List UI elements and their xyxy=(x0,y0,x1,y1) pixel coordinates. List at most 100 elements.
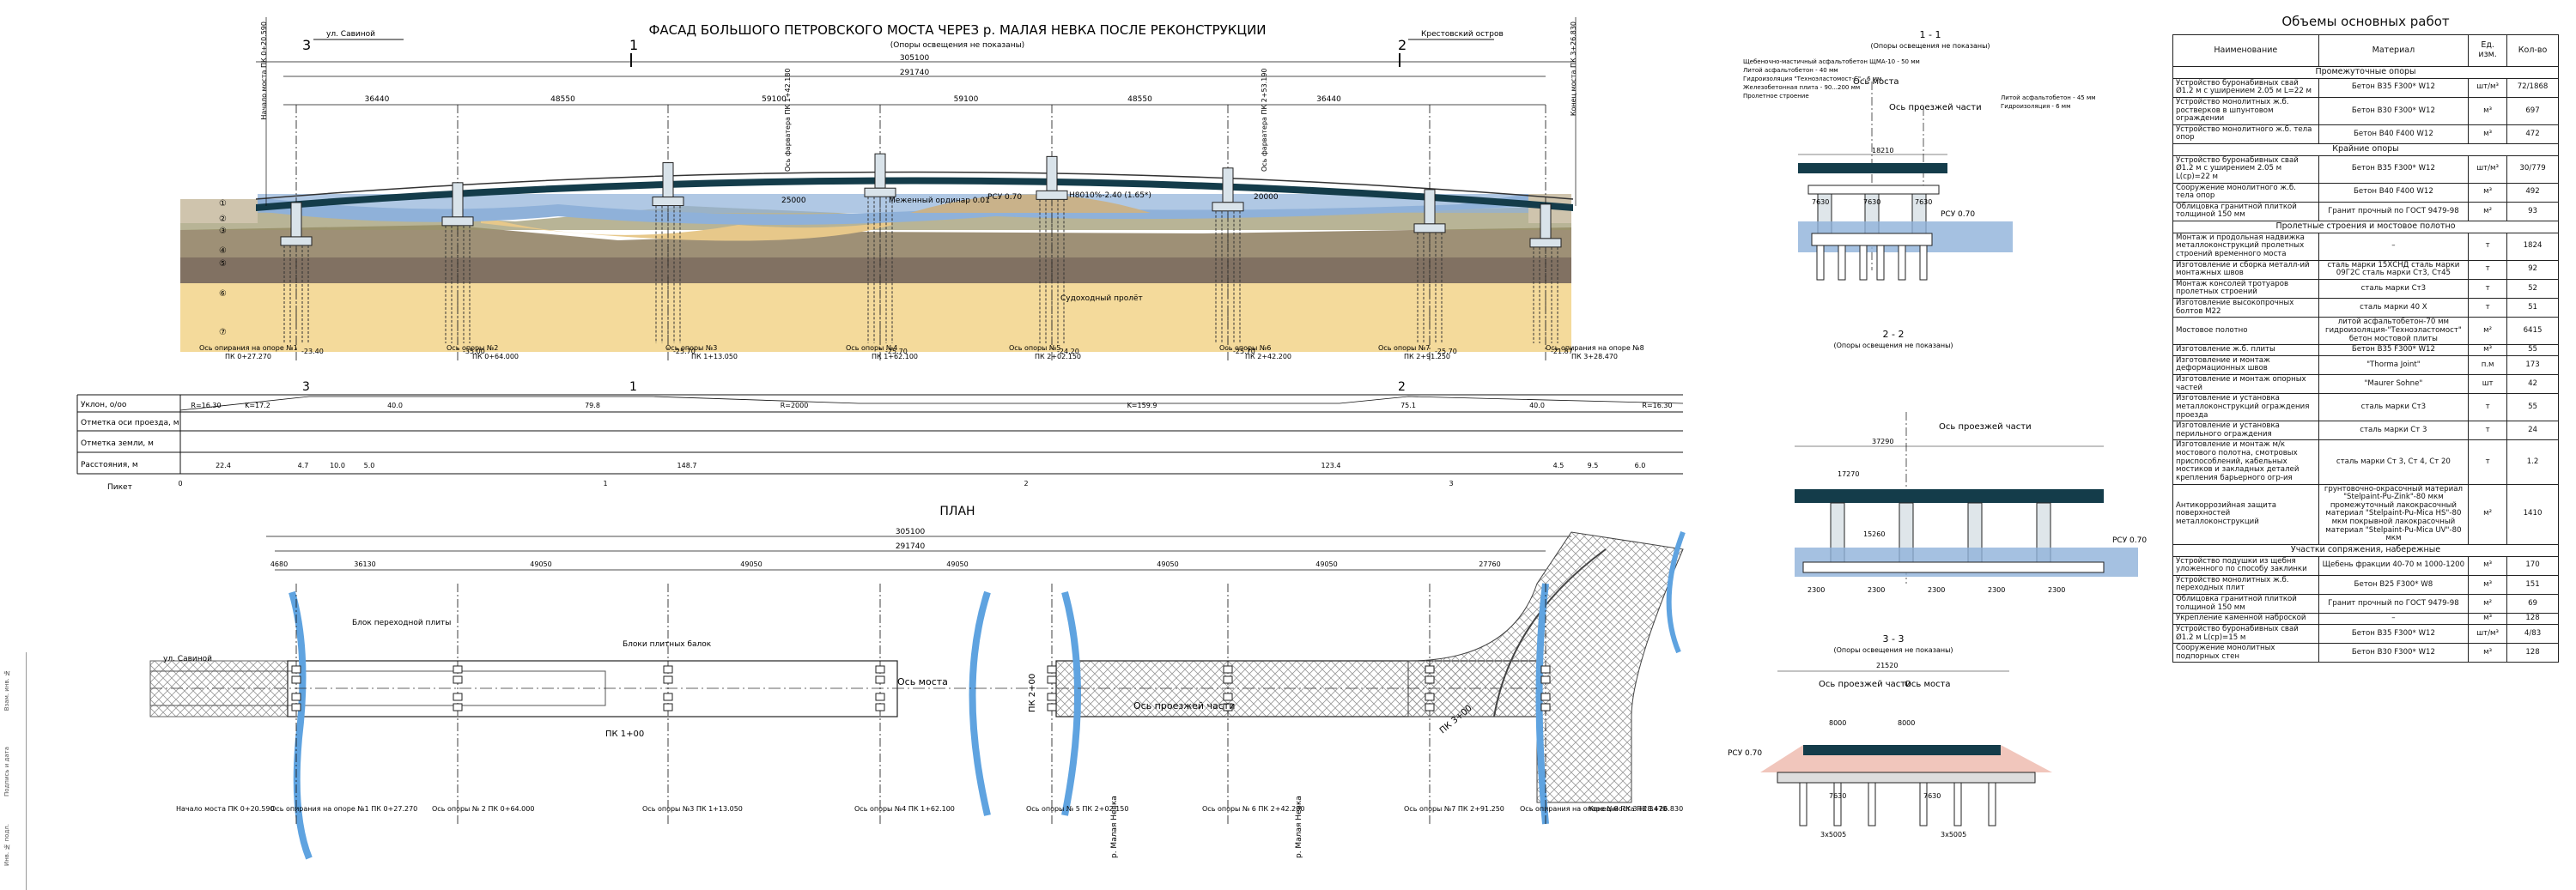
volumes-cell-name: Укрепление каменной наброской xyxy=(2172,613,2319,625)
volumes-row: Облицовка гранитной плиткой толщиной 150… xyxy=(2172,201,2559,222)
plan-pile xyxy=(875,703,885,711)
s1-dim-total: 18210 xyxy=(1872,147,1893,154)
plan-pile xyxy=(453,665,463,674)
s1-layer-callouts: Щебеночно-мастичный асфальтобетон ЩМА-10… xyxy=(1743,58,2096,110)
s2-axis: Ось проезжей части xyxy=(1939,422,2032,432)
span-dim: 36440 xyxy=(1316,95,1341,104)
plan-bottom-label: Начало моста ПК 0+20.590 xyxy=(176,805,275,813)
s1-layer-right: Литой асфальтобетон - 45 мм xyxy=(2001,94,2096,101)
volumes-cell-name: Монтаж консолей тротуаров пролетных стро… xyxy=(2172,278,2319,300)
plan-pile xyxy=(1540,665,1551,674)
s2-dim: 2300 xyxy=(1868,586,1885,594)
volumes-cell-unit: м³ xyxy=(2468,574,2508,596)
s3-pile xyxy=(1799,782,1807,826)
plan-bridge-axis: Ось моста xyxy=(897,676,948,687)
s1-layer: Щебеночно-мастичный асфальтобетон ЩМА-10… xyxy=(1743,58,1920,65)
s3-dim: 3x5005 xyxy=(1820,831,1846,839)
distance-value: 148.7 xyxy=(677,462,697,469)
volumes-row: Устройство буронабивных свай Ø1.2 м L(ср… xyxy=(2172,623,2559,645)
fairway-label: Ось фарватера ПК 1+42.180 xyxy=(784,68,792,172)
left-abutment-fill xyxy=(180,199,258,223)
s2-dim-total: 37290 xyxy=(1872,438,1893,445)
volumes-cell-mat: Бетон В35 F300* W12 xyxy=(2318,623,2470,645)
plan-pile xyxy=(453,693,463,701)
soil-sand xyxy=(481,216,893,241)
volumes-cell-mat: – xyxy=(2318,613,2470,625)
volumes-cell-qty: 128 xyxy=(2506,643,2559,663)
pier-cap xyxy=(441,216,474,227)
support-name: Ось опоры №6 xyxy=(1219,344,1271,352)
volumes-cell-qty: 72/1868 xyxy=(2506,77,2559,98)
river-water xyxy=(258,194,1528,225)
volumes-row: Устройство монолитных ж.б. ростверков в … xyxy=(2172,96,2559,125)
picket-value: 2 xyxy=(1024,480,1028,487)
s3-pile xyxy=(1988,782,1996,826)
section-mark-2-lower: 2 xyxy=(1398,380,1406,394)
s2-dim: 15260 xyxy=(1863,530,1885,538)
volumes-row: Изготовление и сборка металл-ий монтажны… xyxy=(2172,259,2559,280)
volumes-cell-mat: "Thorma Joint" xyxy=(2318,354,2470,376)
span-dim: 48550 xyxy=(550,95,575,104)
volumes-row: Изготовление и установка металлоконструк… xyxy=(2172,393,2559,422)
support-pk: ПК 2+91.250 xyxy=(1404,353,1450,360)
s1-pile xyxy=(1876,245,1885,281)
plan-pile xyxy=(663,675,673,684)
plan-dim: 36130 xyxy=(354,560,375,568)
soil-layer-number: ⑥ xyxy=(219,289,227,299)
plan-pile xyxy=(1047,703,1057,711)
s1-layer: Пролетное строение xyxy=(1743,93,1809,100)
s2-title: 2 - 2 xyxy=(1883,329,1905,340)
volumes-cell-qty: 6415 xyxy=(2506,317,2559,346)
plan-slab-label: Блок переходной плиты xyxy=(352,619,451,627)
s1-pile xyxy=(1919,245,1928,281)
pier-shaft xyxy=(290,202,302,238)
volumes-cell-mat: "Maurer Sohne" xyxy=(2318,373,2470,395)
s3-dim: 8000 xyxy=(1829,719,1846,727)
section-mark-1-lower: 1 xyxy=(629,380,637,394)
plan-street: ул. Савиной xyxy=(163,655,212,663)
plan-bottom-label: Конец моста ПК 3+26.830 xyxy=(1589,805,1683,813)
volumes-cell-unit: шт/м³ xyxy=(2468,623,2508,645)
dim-20000: 20000 xyxy=(1254,193,1279,202)
volumes-cell-unit: т xyxy=(2468,439,2508,485)
elevation-title: ФАСАД БОЛЬШОГО ПЕТРОВСКОГО МОСТА ЧЕРЕЗ р… xyxy=(648,22,1266,38)
volumes-table: Наименование Материал Ед. изм. Кол-во Пр… xyxy=(2172,34,2559,663)
plan-river-label-2: р. Малая Невка xyxy=(1295,796,1303,858)
plan-river-left xyxy=(969,590,991,816)
span-dim: 36440 xyxy=(365,95,390,104)
pier-shaft xyxy=(1222,167,1234,203)
s3-dim: 7630 xyxy=(1829,792,1846,800)
plan-pile xyxy=(453,675,463,684)
volumes-cell-qty: 151 xyxy=(2506,574,2559,596)
volumes-cell-name: Облицовка гранитной плиткой толщиной 150… xyxy=(2172,593,2319,615)
plan-pile xyxy=(875,665,885,674)
s1-pile xyxy=(1816,245,1825,281)
support-pk: ПК 0+64.000 xyxy=(472,353,519,360)
volumes-cell-qty: 170 xyxy=(2506,555,2559,576)
volumes-cell-name: Монтаж и продольная надвижка металлоконс… xyxy=(2172,232,2319,261)
plan-pile xyxy=(663,703,673,711)
plan-beams-label: Блоки плитных балок xyxy=(623,640,712,649)
distance-value: 4.7 xyxy=(298,462,309,469)
volumes-cell-mat: грунтовочно-окрасочный материал "Stelpai… xyxy=(2318,483,2470,545)
volumes-row: Изготовление и монтаж деформационных шво… xyxy=(2172,354,2559,376)
section-mark-3-lower: 3 xyxy=(302,380,310,394)
volumes-cell-unit: т xyxy=(2468,278,2508,300)
volumes-cell-unit: т xyxy=(2468,421,2508,441)
volumes-cell-qty: 128 xyxy=(2506,613,2559,625)
plan-pile xyxy=(1425,703,1435,711)
s2-deck xyxy=(1795,489,2104,503)
volumes-cell-name: Устройство монолитных ж.б. переходных пл… xyxy=(2172,574,2319,596)
volumes-section-row: Пролетные строения и мостовое полотно xyxy=(2172,221,2559,233)
volumes-cell-qty: 55 xyxy=(2506,344,2559,356)
water-body xyxy=(258,194,1528,213)
volumes-cell-unit: м³ xyxy=(2468,344,2508,356)
pier-cap xyxy=(280,236,313,246)
slope-value: R=16.30 xyxy=(191,402,221,409)
plan-right-road-curve xyxy=(1493,548,1607,717)
plan-outer-river xyxy=(1666,530,1686,654)
